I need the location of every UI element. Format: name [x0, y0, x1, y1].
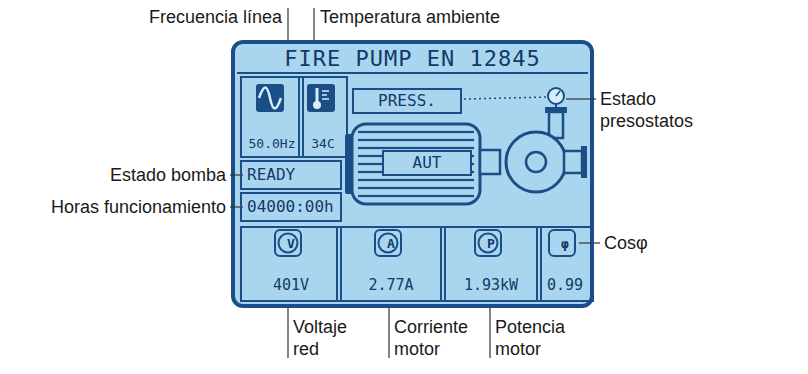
leader-line [489, 308, 490, 358]
cosphi-cell: φ 0.99 [536, 226, 594, 302]
frequency-icon [256, 84, 284, 112]
meter-symbol: P [442, 235, 540, 253]
mode-box: AUT [382, 150, 472, 176]
display-value: READY [247, 165, 295, 185]
thermometer-icon [307, 84, 335, 112]
meter-symbol: A [338, 235, 444, 253]
temperature-cell: 34C [298, 76, 348, 158]
meter-symbol: φ [538, 235, 592, 253]
voltage-cell: V 401V [240, 226, 342, 302]
callout-label: Voltaje red [293, 316, 347, 360]
leader-line [287, 8, 288, 40]
leader-line [579, 242, 600, 243]
meter-value: 1.93kW [442, 276, 540, 294]
display-value: 50.0Hz [242, 136, 302, 152]
motor-pump-illustration [345, 107, 587, 204]
callout-label: Frecuencia línea [149, 6, 282, 28]
meter-value: 2.77A [338, 276, 444, 294]
lcd-screen [233, 42, 592, 306]
current-cell: A 2.77A [336, 226, 446, 302]
leader-line [287, 308, 288, 358]
run-hours-cell: 04000:00h [240, 192, 342, 222]
display-value: AUT [413, 153, 442, 173]
display-value: 04000:00h [247, 197, 334, 217]
display-value: PRESS. [378, 91, 436, 111]
callout-label: Corriente motor [394, 316, 468, 360]
pressure-switch-box: PRESS. [352, 88, 462, 114]
title-separator [237, 72, 588, 74]
callout-label: Estado presostatos [600, 88, 693, 132]
meter-symbol: V [242, 235, 340, 253]
leader-line [313, 8, 314, 40]
meter-value: 0.99 [538, 276, 592, 294]
frequency-cell: 50.0Hz [240, 76, 304, 158]
callout-label: Cosφ [604, 232, 648, 254]
meter-icons [275, 230, 575, 256]
pressure-gauge [464, 88, 564, 108]
display-value: 34C [300, 136, 346, 152]
screen-title: FIRE PUMP EN 12845 [233, 46, 592, 72]
callout-label: Potencia motor [495, 316, 565, 360]
leader-line [388, 308, 389, 358]
leader-line [566, 98, 596, 99]
callout-label: Temperatura ambiente [320, 6, 500, 28]
pump-state-cell: READY [240, 160, 342, 190]
callout-label: Estado bomba [110, 164, 226, 186]
meter-value: 401V [242, 276, 340, 294]
callout-label: Horas funcionamiento [51, 196, 226, 218]
lcd-display: FIRE PUMP EN 12845 50.0Hz34C PRESS. READY 04… [233, 42, 592, 306]
power-cell: P 1.93kW [440, 226, 542, 302]
